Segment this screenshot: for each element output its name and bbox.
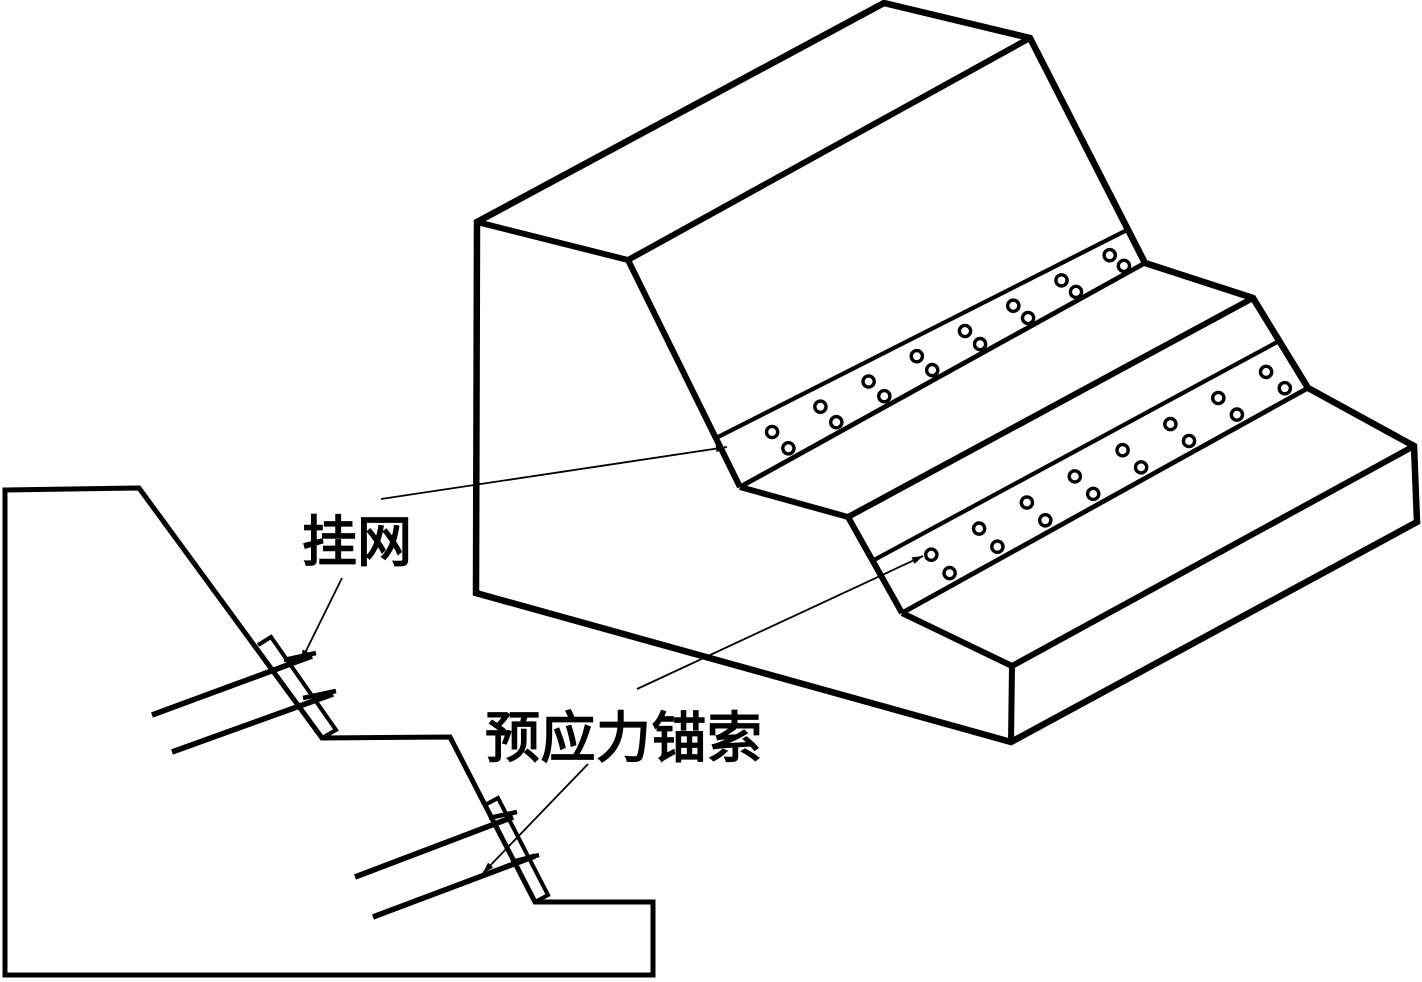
anchor-head-ring (1085, 486, 1101, 502)
leader-lines (300, 445, 924, 874)
anchor-head-ring (877, 388, 892, 404)
anchor-head-ring (972, 336, 988, 352)
anchor-head-ring (1019, 495, 1035, 510)
anchor-head-ring (957, 323, 973, 339)
anchor-head-ring (1102, 247, 1117, 263)
anchor-head-ring (829, 414, 844, 430)
leader-arrowhead (301, 649, 310, 661)
anchor-band-2 (924, 364, 1293, 581)
anchor-head-ring (764, 424, 780, 440)
leader-arrowhead (715, 445, 727, 453)
anchor-head-ring (1258, 364, 1274, 380)
anchor-head-ring (1006, 298, 1021, 314)
anchor-head-ring (1229, 407, 1245, 422)
anchor-head-ring (1163, 416, 1178, 432)
leader-anchor-to-section (482, 763, 589, 874)
anchor-head-ring (1277, 380, 1293, 396)
anchor-head-ring (861, 374, 876, 389)
anchor-head-ring (1054, 273, 1069, 288)
anchor-head-ring (971, 521, 987, 536)
anchor-head-ring (813, 399, 828, 415)
anchor-cables (151, 653, 536, 920)
anchor-head-ring (909, 348, 925, 364)
leader-arrowhead (911, 556, 923, 564)
anchor-band-1 (764, 247, 1132, 456)
label-prestressed-anchor: 预应力锚索 (485, 705, 763, 770)
anchor-head-ring (1020, 310, 1036, 326)
anchor-head-ring (942, 565, 957, 581)
anchor-band-upper-edges (715, 228, 1280, 562)
mesh-panel-lower (484, 795, 551, 904)
anchor-head-ring (1133, 460, 1149, 475)
isometric-3d-view (472, 0, 1421, 746)
block-step-edges (476, 35, 1416, 743)
anchor-head-ring (924, 362, 940, 378)
leader-mesh-to-3d (380, 446, 728, 500)
label-mesh: 挂网 (302, 509, 412, 574)
anchor-head-ring (1068, 284, 1084, 300)
leader-mesh-to-section (300, 577, 343, 662)
anchor-head-ring (781, 440, 796, 456)
anchor-band-lower-edges (738, 260, 1310, 616)
anchor-head-ring (1181, 433, 1197, 449)
anchor-head-ring (990, 539, 1005, 555)
leader-arrowhead (483, 862, 494, 873)
anchor-head-ring (924, 547, 939, 563)
leader-anchor-to-3d (636, 555, 924, 690)
mesh-panel-upper (256, 634, 339, 740)
anchor-head-plates (283, 650, 540, 865)
cross-section-2d-view (2, 485, 656, 978)
anchor-head-ring (1067, 469, 1083, 484)
anchor-head-ring (1116, 258, 1132, 274)
anchor-head-ring (1038, 513, 1053, 528)
anchor-head-ring (1115, 442, 1130, 458)
anchor-head-ring (1211, 390, 1226, 406)
